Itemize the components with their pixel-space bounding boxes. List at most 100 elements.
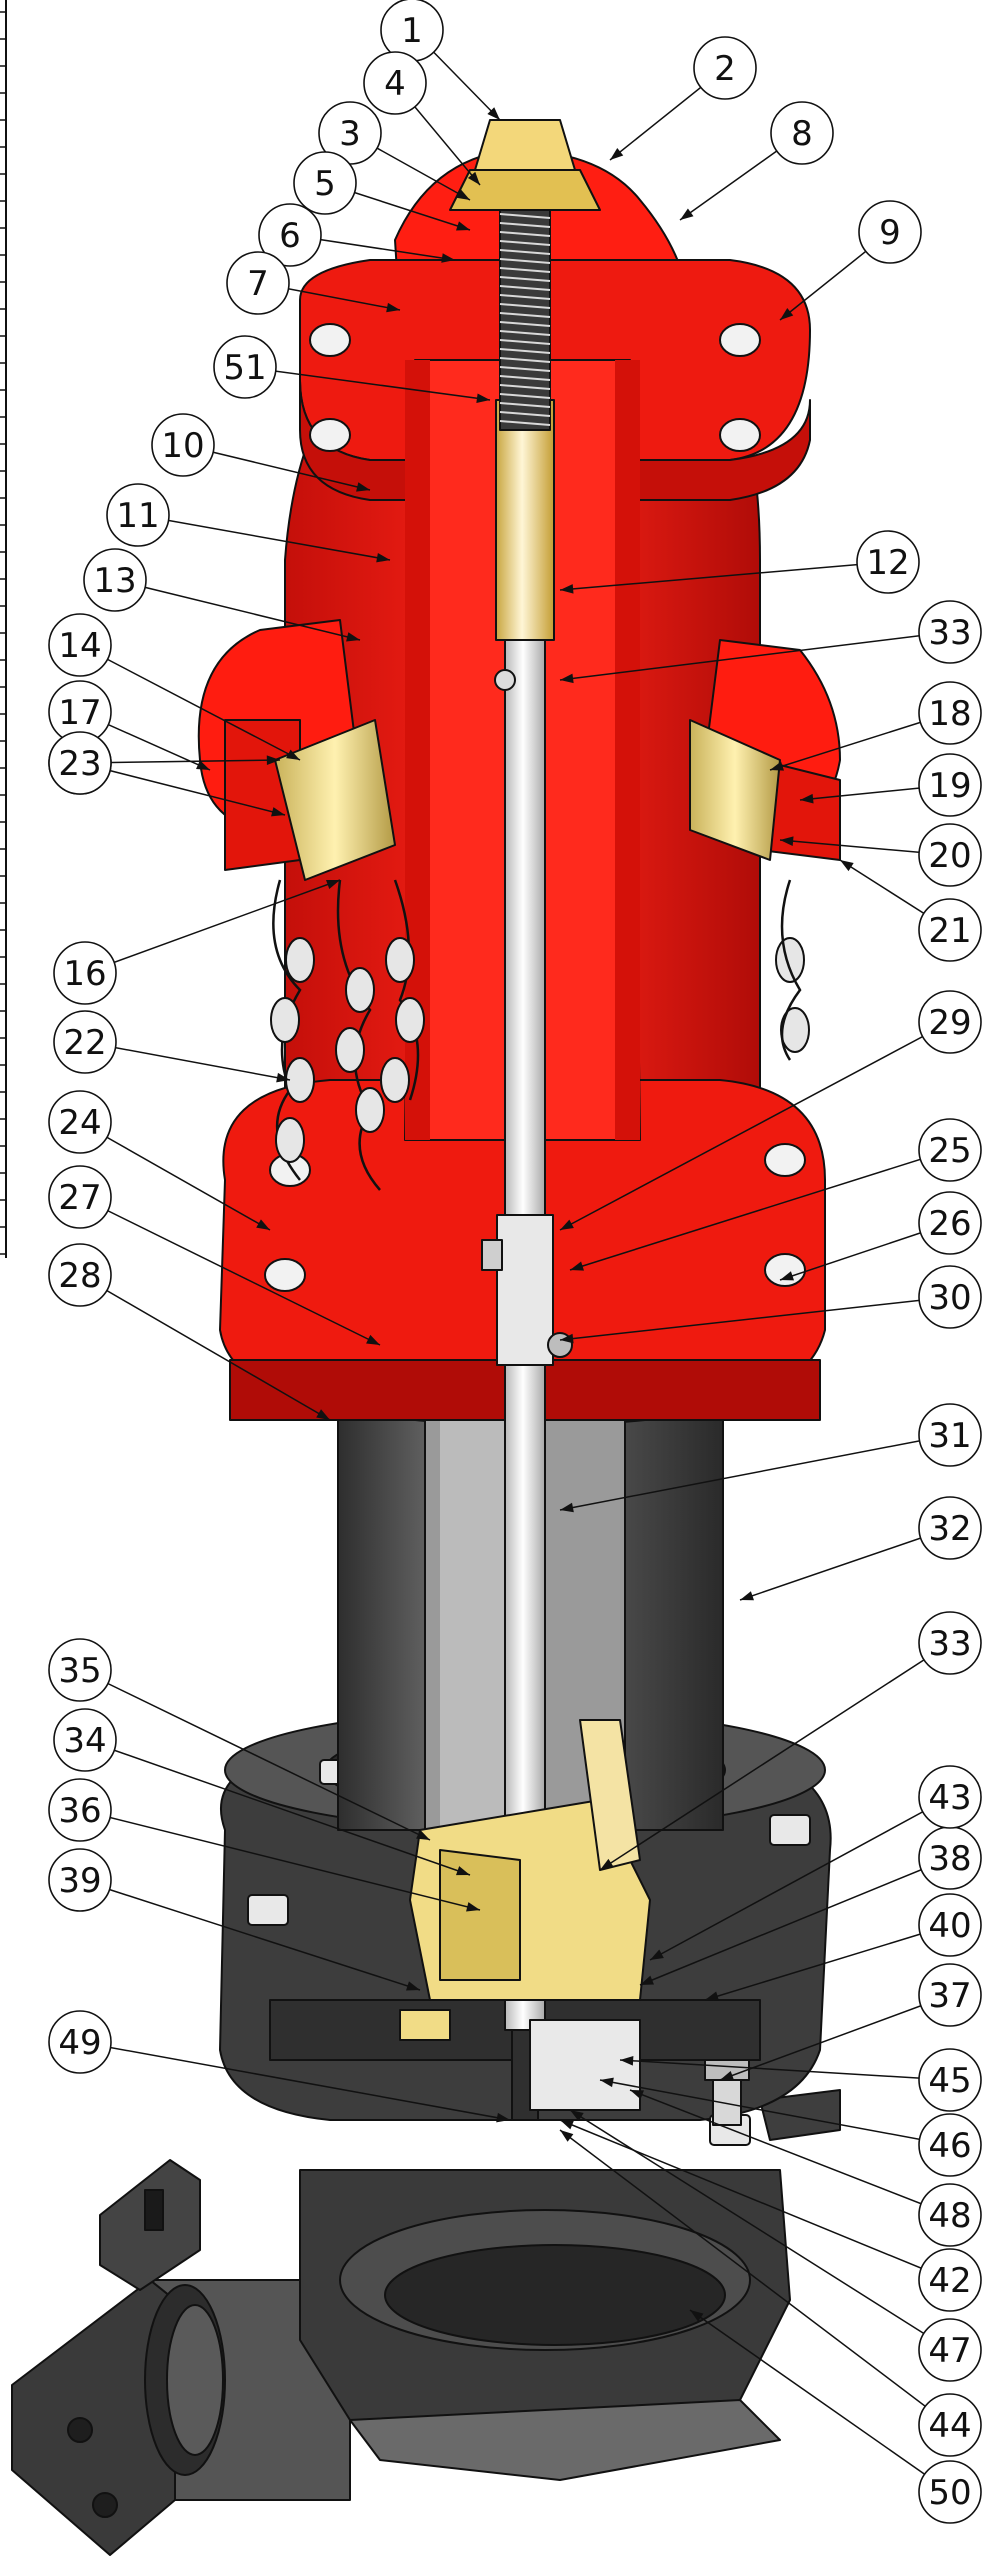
callout-circle [918, 2183, 982, 2247]
callout-number: 38 [928, 1839, 971, 1879]
callout-26: 26 [918, 1191, 982, 1255]
callout-14: 14 [48, 613, 112, 677]
leader-line [559, 1434, 951, 1511]
callout-16: 16 [53, 941, 117, 1005]
leader-arrowhead [560, 584, 574, 594]
callout-circle [48, 1778, 112, 1842]
callout-circle [918, 600, 982, 664]
leader-line [639, 1857, 951, 1986]
leader-line [559, 561, 889, 591]
callout-number: 30 [928, 1278, 971, 1318]
leader-arrowhead [276, 1072, 290, 1083]
leader-arrowhead [690, 2310, 704, 2322]
callout-29: 29 [918, 990, 982, 1054]
leader-line [649, 1796, 951, 1961]
callout-46: 46 [918, 2113, 982, 2177]
leader-arrowhead [600, 2077, 614, 2088]
callout-number: 7 [247, 264, 269, 304]
callout-number: 37 [928, 1976, 971, 2016]
leader-line [559, 2129, 951, 2426]
chains [270, 879, 810, 1191]
callout-circle [918, 1191, 982, 1255]
callout-number: 35 [58, 1651, 101, 1691]
leader-line [559, 1021, 951, 1231]
leader-arrowhead [441, 253, 455, 263]
shoe-assembly [11, 2089, 841, 2556]
callout-4: 4 [363, 51, 427, 115]
leader-line [739, 1527, 951, 1601]
callout-39: 39 [48, 1848, 112, 1912]
leader-line [559, 2119, 951, 2281]
callout-circle [918, 1765, 982, 1829]
callouts: 1234567891011121314151617181920212223242… [48, 0, 982, 2524]
callout-circle [918, 1496, 982, 1560]
callout-circle [48, 613, 112, 677]
leader-line [137, 514, 391, 561]
leader-line [79, 759, 281, 764]
leader-arrowhead [800, 793, 814, 804]
leader-line [559, 631, 951, 681]
leader-arrowhead [196, 760, 210, 770]
leader-arrowhead [487, 107, 500, 120]
callout-number: 9 [879, 213, 901, 253]
callout-number: 40 [928, 1906, 971, 1946]
callout-22: 22 [53, 1010, 117, 1074]
callout-20: 20 [918, 823, 982, 887]
callout-number: 27 [58, 1178, 101, 1218]
callout-number: 14 [58, 626, 101, 666]
callout-number: 31 [928, 1416, 971, 1456]
callout-number: 12 [866, 543, 909, 583]
callout-37: 37 [918, 1963, 982, 2027]
leader-arrowhead [416, 1829, 430, 1840]
callout-number: 19 [928, 766, 971, 806]
callout-17: 17 [48, 680, 112, 744]
leader-arrowhead [570, 2110, 584, 2122]
callout-11: 11 [106, 483, 170, 547]
callout-circle [918, 2318, 982, 2382]
leader-arrowhead [316, 1409, 330, 1420]
callout-circle [213, 335, 277, 399]
leader-line [619, 2059, 951, 2081]
callout-42: 42 [918, 2248, 982, 2312]
callout-23: 23 [48, 731, 112, 795]
callout-5: 5 [293, 151, 357, 215]
callout-number: 6 [279, 216, 301, 256]
leader-arrowhead [780, 1271, 794, 1281]
callout-number: 26 [928, 1204, 971, 1244]
callout-number: 29 [928, 1003, 971, 1043]
leader-arrowhead [356, 482, 370, 492]
callout-number: 36 [58, 1791, 101, 1831]
leader-arrowhead [705, 1991, 719, 2001]
leader-arrowhead [720, 2070, 734, 2080]
callout-number: 46 [928, 2126, 971, 2166]
leader-arrowhead [386, 302, 400, 313]
callout-6: 6 [258, 203, 322, 267]
callout-circle [918, 2248, 982, 2312]
callout-21: 21 [918, 898, 982, 962]
leader-arrowhead [346, 632, 360, 642]
callout-9: 9 [858, 200, 922, 264]
callout-circle [83, 548, 147, 612]
leader-arrowhead [570, 1261, 584, 1271]
callout-number: 47 [928, 2331, 971, 2371]
callout-circle [226, 251, 290, 315]
callout-circle [293, 151, 357, 215]
callout-circle [918, 1963, 982, 2027]
callout-number: 49 [58, 2023, 101, 2063]
callout-circle [363, 51, 427, 115]
callout-47: 47 [918, 2318, 982, 2382]
callout-27: 27 [48, 1165, 112, 1229]
callout-1: 1 [380, 0, 444, 62]
callout-number: 2 [714, 49, 736, 89]
leader-arrowhead [376, 552, 390, 563]
callout-circle [48, 1638, 112, 1702]
leader-arrowhead [560, 2120, 574, 2130]
callout-7: 7 [226, 251, 290, 315]
callout-43: 43 [918, 1765, 982, 1829]
leader-arrowhead [640, 1975, 654, 1985]
callout-circle [48, 2010, 112, 2074]
callout-number: 3 [339, 114, 361, 154]
callout-circle [856, 530, 920, 594]
callout-circle [48, 731, 112, 795]
leader-line [79, 1196, 381, 1346]
